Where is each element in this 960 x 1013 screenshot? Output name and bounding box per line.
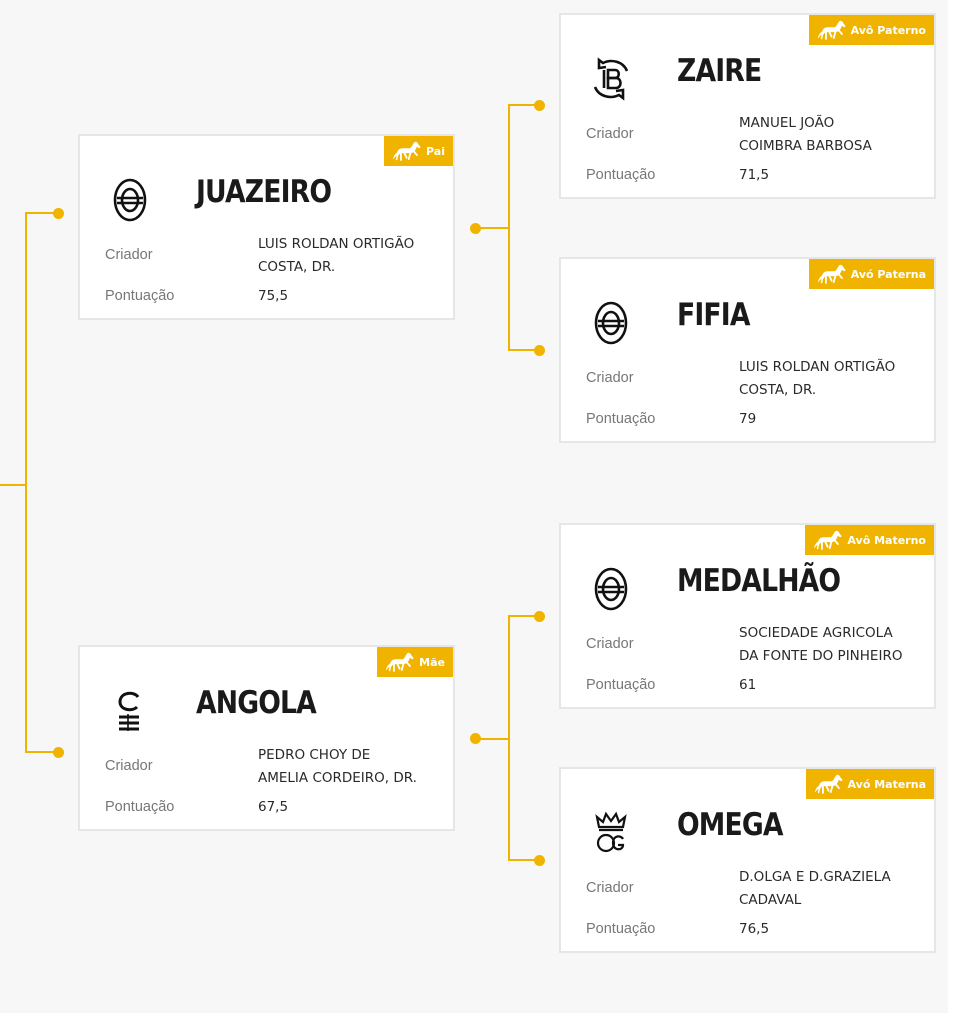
horse-icon (814, 774, 842, 794)
badge-paternal-granddam: Avó Paterna (808, 259, 934, 289)
brand-crown-og-icon (595, 811, 627, 853)
badge-sire: Pai (384, 136, 453, 166)
badge-maternal-grandsire-label: Avô Materno (847, 533, 926, 547)
breeder-line-2: COIMBRA BARBOSA (739, 138, 872, 154)
badge-maternal-granddam-label: Avó Materna (847, 777, 926, 791)
breeder-line-2: AMELIA CORDEIRO, DR. (258, 770, 417, 786)
connector-sire-dot (53, 208, 64, 219)
breeder-line-1: LUIS ROLDAN ORTIGÃO (258, 236, 415, 252)
horse-icon (393, 141, 421, 161)
badge-dam-label: Mãe (419, 655, 445, 669)
score-value: 67,5 (258, 799, 289, 815)
badge-dam: Mãe (377, 647, 453, 677)
breeder-line-1: D.OLGA E D.GRAZIELA (739, 869, 891, 885)
breeder-line-1: LUIS ROLDAN ORTIGÃO (739, 359, 896, 375)
horse-card-sire[interactable]: Pai JUAZEIRO Criador LUIS ROLDAN ORTIGÃO… (78, 134, 455, 320)
horse-card-paternal-granddam[interactable]: Avó Paterna FIFIA Criador LUIS ROLDAN OR… (559, 257, 936, 443)
connector-omega-dot (534, 855, 545, 866)
breeder-line-1: PEDRO CHOY DE (258, 747, 371, 763)
score-label: Pontuação (586, 677, 656, 693)
breeder-label: Criador (586, 370, 634, 386)
breeder-value: SOCIEDADE AGRICOLA DA FONTE DO PINHEIRO (739, 622, 939, 668)
badge-sire-label: Pai (426, 144, 445, 158)
horse-name: FIFIA (677, 297, 750, 333)
connector-paternal-vertical (508, 105, 510, 350)
score-label: Pontuação (105, 288, 175, 304)
horse-name: OMEGA (677, 807, 783, 843)
badge-paternal-granddam-label: Avó Paterna (850, 267, 926, 281)
connector-medalhao-branch (508, 615, 539, 617)
breeder-value: PEDRO CHOY DE AMELIA CORDEIRO, DR. (258, 744, 458, 790)
horse-name: MEDALHÃO (677, 563, 841, 599)
brand-oval-o-icon (113, 178, 147, 222)
breeder-value: D.OLGA E D.GRAZIELA CADAVAL (739, 866, 939, 912)
score-label: Pontuação (105, 799, 175, 815)
brand-oval-o-icon (594, 301, 628, 345)
connector-dam-branch (25, 751, 58, 753)
badge-paternal-grandsire: Avô Paterno (808, 15, 934, 45)
badge-maternal-granddam: Avó Materna (805, 769, 934, 799)
connector-medalhao-dot (534, 611, 545, 622)
horse-icon (817, 20, 845, 40)
brand-b-arrows-icon (593, 57, 629, 101)
breeder-label: Criador (586, 636, 634, 652)
breeder-line-2: COSTA, DR. (258, 259, 336, 275)
horse-icon (817, 264, 846, 284)
score-value: 79 (739, 411, 757, 427)
badge-paternal-grandsire-label: Avô Paterno (850, 23, 926, 37)
page-right-edge (948, 0, 960, 1013)
horse-icon (386, 652, 414, 672)
breeder-line-1: SOCIEDADE AGRICOLA (739, 625, 893, 641)
brand-c-bars-icon (118, 691, 140, 731)
score-label: Pontuação (586, 411, 656, 427)
horse-card-maternal-granddam[interactable]: Avó Materna OMEGA Criador D.OLGA E D.GRA… (559, 767, 936, 953)
horse-name: JUAZEIRO (196, 174, 332, 210)
horse-name: ANGOLA (196, 685, 317, 721)
connector-dam-out (475, 738, 509, 740)
breeder-label: Criador (586, 126, 634, 142)
connector-omega-branch (508, 859, 539, 861)
connector-root-stub (0, 484, 26, 486)
connector-sire-branch (25, 212, 58, 214)
connector-dam-dot (53, 747, 64, 758)
breeder-line-2: COSTA, DR. (739, 382, 817, 398)
breeder-label: Criador (586, 880, 634, 896)
horse-card-dam[interactable]: Mãe ANGOLA Criador PEDRO CHOY DE AMELIA … (78, 645, 455, 831)
connector-sire-out (475, 227, 509, 229)
connector-root-vertical (25, 213, 27, 753)
breeder-line-2: DA FONTE DO PINHEIRO (739, 648, 903, 664)
breeder-line-1: MANUEL JOÃO (739, 115, 835, 131)
brand-oval-o-icon (594, 567, 628, 611)
horse-name: ZAIRE (677, 53, 762, 89)
connector-fifia-dot (534, 345, 545, 356)
score-value: 76,5 (739, 921, 770, 937)
breeder-label: Criador (105, 758, 153, 774)
breeder-label: Criador (105, 247, 153, 263)
breeder-value: MANUEL JOÃO COIMBRA BARBOSA (739, 112, 939, 158)
score-value: 61 (739, 677, 757, 693)
score-label: Pontuação (586, 167, 656, 183)
horse-icon (814, 530, 842, 550)
connector-zaire-branch (508, 104, 539, 106)
horse-card-maternal-grandsire[interactable]: Avô Materno MEDALHÃO Criador SOCIEDADE A… (559, 523, 936, 709)
connector-maternal-vertical (508, 616, 510, 861)
connector-fifia-branch (508, 349, 539, 351)
badge-maternal-grandsire: Avô Materno (805, 525, 934, 555)
score-value: 71,5 (739, 167, 770, 183)
score-label: Pontuação (586, 921, 656, 937)
score-value: 75,5 (258, 288, 289, 304)
breeder-value: LUIS ROLDAN ORTIGÃO COSTA, DR. (739, 356, 939, 402)
breeder-line-2: CADAVAL (739, 892, 802, 908)
breeder-value: LUIS ROLDAN ORTIGÃO COSTA, DR. (258, 233, 458, 279)
horse-card-paternal-grandsire[interactable]: Avô Paterno ZAIRE Criador MANUEL JOÃO CO… (559, 13, 936, 199)
connector-zaire-dot (534, 100, 545, 111)
